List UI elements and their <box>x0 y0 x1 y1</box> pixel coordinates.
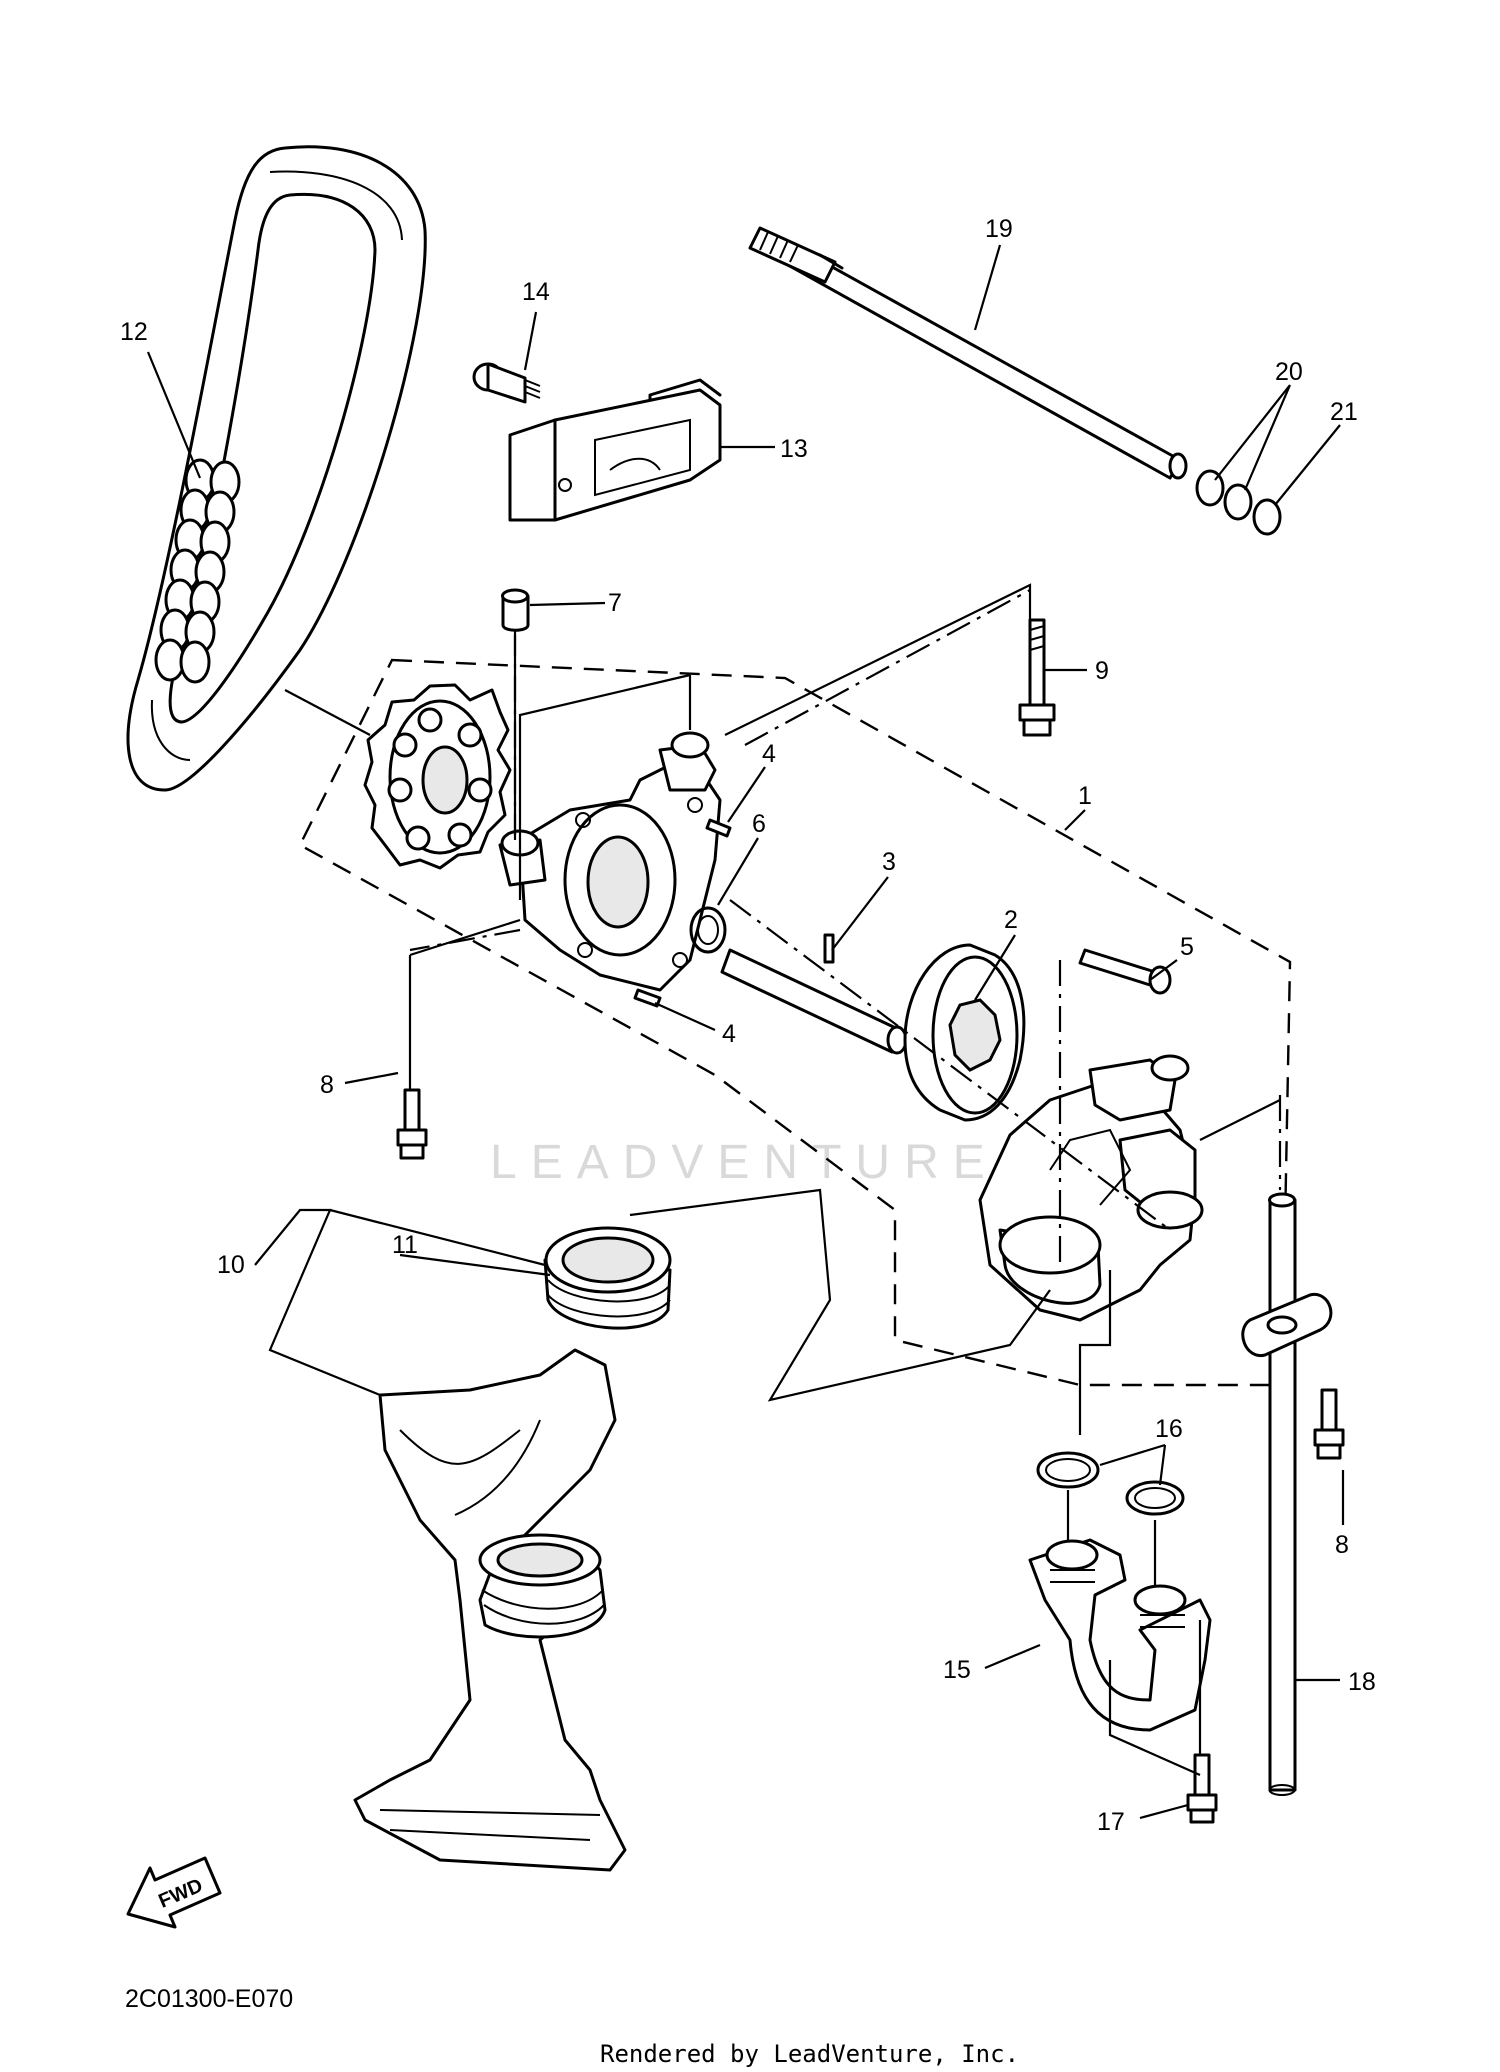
dowel-collar <box>501 588 530 632</box>
callout-6: 6 <box>752 810 766 838</box>
pump-housing <box>498 731 722 992</box>
pump-drive-shaft <box>748 226 1188 480</box>
callout-3: 3 <box>882 848 896 876</box>
guide-bolt <box>472 362 541 404</box>
callout-4-top: 4 <box>762 740 776 768</box>
callout-17: 17 <box>1097 1808 1125 1836</box>
callout-13: 13 <box>780 435 808 463</box>
pump-cover <box>978 1054 1204 1322</box>
elbow-pipe <box>1028 1538 1212 1732</box>
callout-1: 1 <box>1078 782 1092 810</box>
drive-chain <box>126 145 427 792</box>
dowel-pins <box>633 818 732 1008</box>
pump-mount-bolt-long <box>1018 618 1056 737</box>
elbow-bolt <box>1186 1753 1218 1824</box>
pump-sprocket <box>363 683 512 870</box>
callout-8-right: 8 <box>1335 1531 1349 1559</box>
chain-guide <box>508 378 722 522</box>
callout-4-bottom: 4 <box>722 1020 736 1048</box>
pump-rotor <box>903 943 1026 1122</box>
shaft-seal-ring <box>689 906 727 954</box>
callout-18: 18 <box>1348 1668 1376 1696</box>
callout-20: 20 <box>1275 358 1303 386</box>
shaft-o-rings <box>1195 469 1282 536</box>
oil-delivery-pipe <box>1241 1192 1333 1796</box>
watermark-text: LEADVENTURE <box>490 1136 999 1189</box>
callout-15: 15 <box>943 1656 971 1684</box>
callout-19: 19 <box>985 215 1013 243</box>
callout-9: 9 <box>1095 657 1109 685</box>
rotor-shaft <box>720 933 908 1055</box>
assembly-outline <box>298 658 1292 1387</box>
fwd-arrow-icon: FWD <box>126 1856 222 1929</box>
callout-11: 11 <box>392 1231 418 1259</box>
callout-14: 14 <box>522 278 550 306</box>
leader-lines <box>146 244 1345 1820</box>
flange-bolt-left <box>396 1088 428 1160</box>
callout-2: 2 <box>1004 906 1018 934</box>
flange-bolt-right <box>1313 1388 1345 1460</box>
callout-21: 21 <box>1330 398 1358 426</box>
callout-12: 12 <box>120 318 148 346</box>
pipe-o-rings <box>1036 1451 1185 1516</box>
callout-8-left: 8 <box>320 1071 334 1099</box>
callout-7: 7 <box>608 589 622 617</box>
oil-strainer <box>353 1348 627 1872</box>
callout-16: 16 <box>1155 1415 1183 1443</box>
diagram-code: 2C01300-E070 <box>125 1985 293 2013</box>
callout-10: 10 <box>217 1251 245 1279</box>
callout-labels: 1 2 3 4 4 5 6 7 8 8 9 10 11 12 13 14 15 … <box>120 215 1376 1836</box>
pump-cover-bolt <box>1078 948 1172 995</box>
render-credit: Rendered by LeadVenture, Inc. <box>600 2040 1019 2068</box>
callout-5: 5 <box>1180 933 1194 961</box>
strainer-seal <box>543 1226 672 1330</box>
